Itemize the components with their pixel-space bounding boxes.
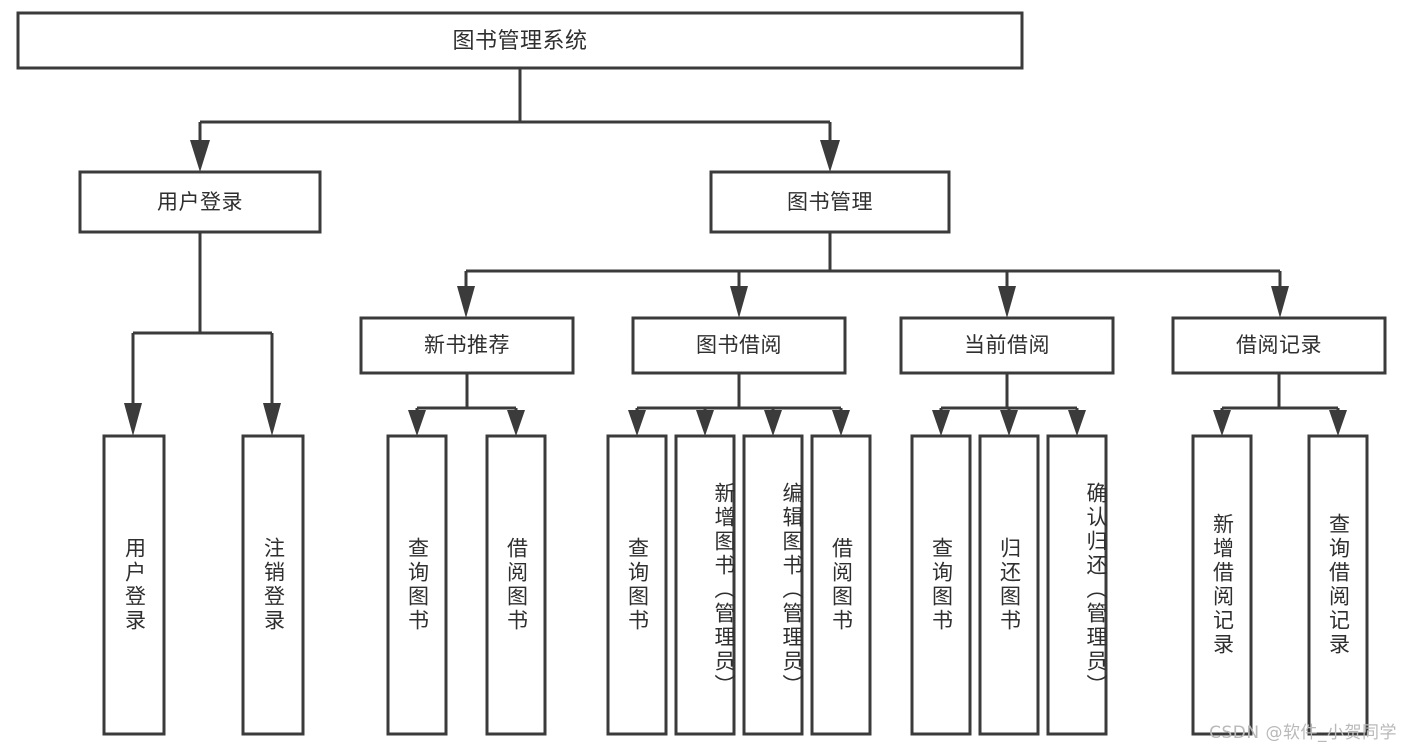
node-leaf-edit-book-box[interactable] — [742, 434, 804, 736]
node-new-book-rec[interactable]: 新书推荐 — [359, 316, 575, 375]
node-leaf-add-record-box[interactable] — [1191, 434, 1253, 736]
node-leaf-query-record-box[interactable] — [1307, 434, 1369, 736]
node-leaf-query-book-3-box[interactable] — [910, 434, 972, 736]
arrow-head-leaf-borrow-book-1 — [507, 410, 525, 436]
node-new-book-rec-label: 新书推荐 — [424, 333, 510, 357]
arrow-head-user-login — [190, 140, 210, 172]
node-borrow-record[interactable]: 借阅记录 — [1171, 316, 1387, 375]
node-leaf-add-book-box[interactable] — [674, 434, 736, 736]
node-new-book-rec-box[interactable] — [359, 316, 575, 375]
node-book-borrow-label: 图书借阅 — [696, 333, 782, 357]
arrow-head-leaf-edit-book — [764, 410, 782, 436]
arrow-head-current-borrow — [998, 286, 1016, 318]
arrow-head-new-book-rec — [457, 286, 475, 318]
node-user-login-label: 用户登录 — [157, 190, 243, 214]
arrow-head-book-borrow — [730, 286, 748, 318]
node-root[interactable]: 图书管理系统 — [16, 11, 1024, 70]
node-book-borrow-box[interactable] — [631, 316, 847, 375]
node-root-label: 图书管理系统 — [452, 29, 587, 54]
connector-current-borrow-to-leaves — [932, 373, 1086, 436]
node-book-borrow[interactable]: 图书借阅 — [631, 316, 847, 375]
arrow-head-book-manage — [820, 140, 840, 172]
node-borrow-record-box[interactable] — [1171, 316, 1387, 375]
node-book-manage-box[interactable] — [709, 170, 951, 234]
node-root-box[interactable] — [16, 11, 1024, 70]
arrow-head-leaf-query-book-2 — [628, 410, 646, 436]
arrow-head-leaf-query-book-1 — [408, 410, 426, 436]
arrow-head-leaf-query-book-3 — [932, 410, 950, 436]
node-leaf-user-login-box[interactable] — [102, 434, 166, 736]
connector-user-login-to-leaves — [124, 232, 281, 436]
csdn-watermark: CSDN @软件_小贺同学 — [1209, 723, 1397, 743]
connector-root-to-level2 — [190, 68, 840, 172]
node-current-borrow-box[interactable] — [899, 316, 1115, 375]
node-book-manage[interactable]: 图书管理 — [709, 170, 951, 234]
arrow-head-leaf-return-book — [1000, 410, 1018, 436]
arrow-head-leaf-add-book — [696, 410, 714, 436]
node-leaf-return-book-box[interactable] — [978, 434, 1040, 736]
arrow-head-leaf-confirm-return — [1068, 410, 1086, 436]
connector-book-borrow-to-leaves — [628, 373, 850, 436]
node-leaf-query-book-2-box[interactable] — [606, 434, 668, 736]
node-leaf-borrow-book-1-box[interactable] — [485, 434, 547, 736]
connector-book-manage-to-level3 — [457, 232, 1289, 318]
arrow-head-leaf-add-record — [1213, 410, 1231, 436]
node-user-login[interactable]: 用户登录 — [78, 170, 322, 234]
node-leaf-query-book-1-box[interactable] — [386, 434, 448, 736]
connector-borrow-record-to-leaves — [1213, 373, 1347, 436]
node-current-borrow[interactable]: 当前借阅 — [899, 316, 1115, 375]
arrow-head-leaf-query-record — [1329, 410, 1347, 436]
arrow-head-borrow-record — [1271, 286, 1289, 318]
arrow-head-leaf-borrow-book-2 — [832, 410, 850, 436]
node-current-borrow-label: 当前借阅 — [964, 333, 1050, 357]
connector-new-book-rec-to-leaves — [408, 373, 525, 436]
node-leaf-borrow-book-2-box[interactable] — [810, 434, 872, 736]
node-leaf-user-logout-box[interactable] — [241, 434, 305, 736]
arrow-head-leaf-user-logout — [263, 403, 281, 436]
node-book-manage-label: 图书管理 — [787, 190, 873, 214]
arrow-head-leaf-user-login — [124, 403, 142, 436]
node-borrow-record-label: 借阅记录 — [1236, 333, 1322, 357]
node-leaf-confirm-return-box[interactable] — [1046, 434, 1108, 736]
